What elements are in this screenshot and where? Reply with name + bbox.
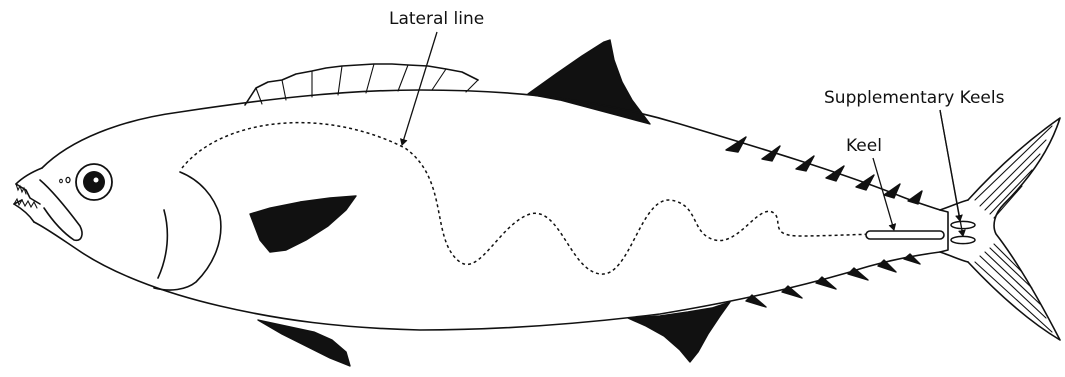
keel-label: Keel	[846, 136, 882, 156]
supplementary-keels-pointer-lower	[940, 110, 963, 236]
fish-body	[14, 90, 968, 330]
lateral-line-path	[182, 123, 890, 275]
keel	[866, 231, 944, 239]
nostrils	[60, 177, 70, 182]
lateral-line-label: Lateral line	[389, 9, 484, 29]
pectoral-fin	[250, 196, 356, 252]
supplementary-keels-label: Supplementary Keels	[824, 88, 1005, 108]
supplementary-keel-upper	[951, 221, 975, 228]
ventral-finlets	[746, 254, 920, 307]
pelvic-fin	[258, 320, 350, 366]
supplementary-keel-lower	[951, 236, 975, 243]
caudal-fin	[968, 118, 1060, 340]
eye	[76, 164, 112, 200]
lateral-line-pointer	[402, 32, 437, 145]
